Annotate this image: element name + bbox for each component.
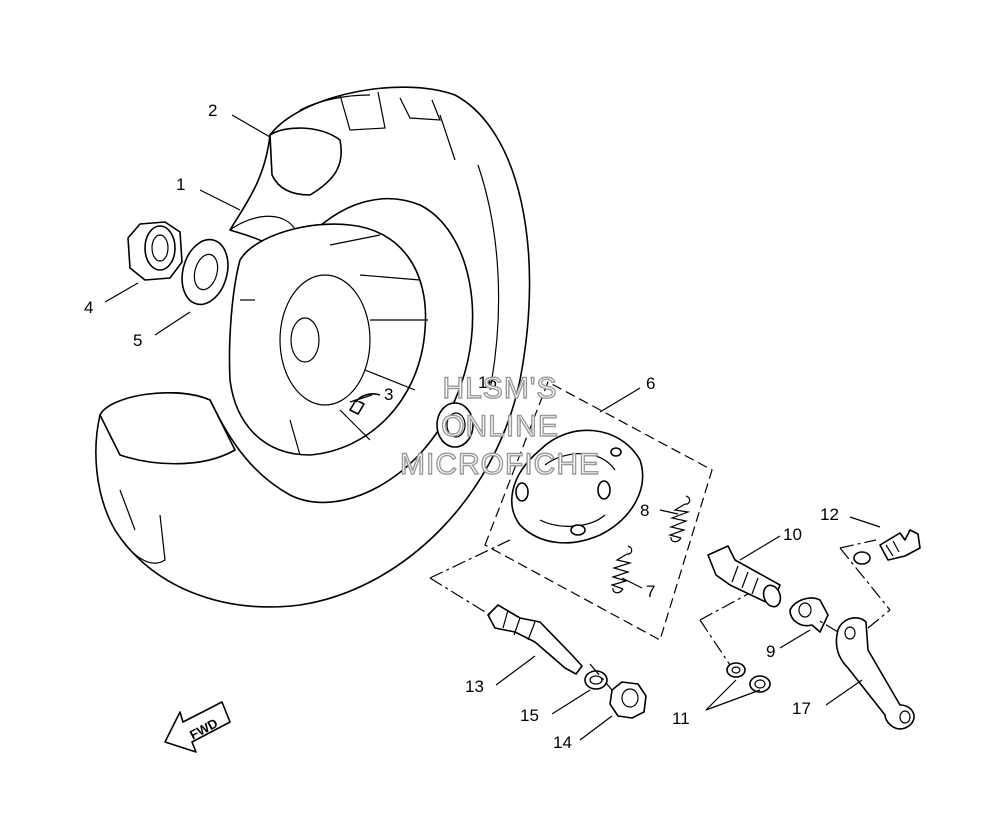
nut-part-4	[127, 221, 183, 281]
spring-part-7	[610, 545, 633, 594]
callout-6: 6	[646, 374, 655, 393]
callout-7: 7	[646, 582, 655, 601]
leader-lines	[104, 114, 881, 741]
axle-part-13	[487, 604, 583, 675]
callout-8: 8	[640, 501, 649, 520]
forward-arrow-icon: FWD	[164, 701, 231, 753]
spring-part-8	[668, 495, 691, 543]
indicator-plate-part-9	[789, 597, 829, 633]
center-line-axle	[429, 539, 613, 691]
callout-5: 5	[133, 331, 142, 350]
callout-12: 12	[820, 505, 839, 524]
watermark-line-3: MICROFICHE	[400, 448, 600, 481]
callout-15: 15	[520, 706, 539, 725]
nut-part-14	[609, 681, 647, 719]
bolt-part-12	[853, 529, 921, 565]
washer-part-5	[181, 238, 229, 306]
callout-3: 3	[384, 385, 393, 404]
callout-13: 13	[465, 677, 484, 696]
watermark-line-1: HLSM'S	[442, 372, 557, 405]
seal-part-16	[436, 402, 474, 448]
callout-17: 17	[792, 699, 811, 718]
callout-11: 11	[672, 709, 690, 728]
callout-2: 2	[208, 101, 217, 120]
callout-4: 4	[84, 298, 93, 317]
brake-shoe-part-6	[511, 429, 644, 544]
callout-1: 1	[176, 175, 185, 194]
camshaft-part-10	[707, 545, 782, 608]
center-line-cam	[699, 593, 839, 666]
callout-14: 14	[553, 733, 572, 752]
washer-part-15	[584, 670, 608, 690]
tire-and-wheel	[95, 86, 531, 608]
washers-part-11	[726, 662, 771, 693]
callout-9: 9	[766, 642, 775, 661]
wheel-hub	[228, 223, 427, 456]
callout-labels: 1 2 3 4 5 6 7 8 9 10 11 12 13 14 15 16 1…	[84, 101, 839, 752]
brake-shoe-group-box	[484, 381, 713, 641]
center-line-bolt	[839, 539, 891, 629]
watermark: HLSM'S ONLINE MICROFICHE	[399, 371, 600, 481]
watermark-line-2: ONLINE	[441, 410, 559, 443]
callout-10: 10	[783, 525, 802, 544]
callout-16: 16	[478, 373, 497, 392]
brake-lever-part-17	[835, 617, 915, 730]
valve-part-3	[349, 393, 381, 415]
